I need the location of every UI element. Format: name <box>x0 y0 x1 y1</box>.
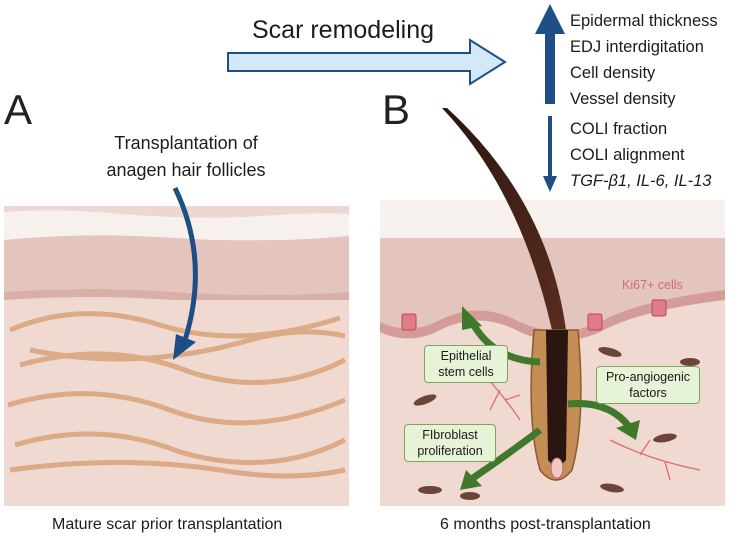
scar-remodeling-arrow <box>227 38 507 86</box>
decreased-item: COLI fraction <box>570 120 668 138</box>
increased-item: Vessel density <box>570 90 676 108</box>
ki67-label: Ki67+ cells <box>622 278 683 292</box>
decreased-list: COLI fraction COLI alignment TGF-β1, IL-… <box>570 116 711 194</box>
box-line: Epithelial <box>440 349 492 363</box>
box-line: factors <box>629 386 667 400</box>
increase-arrow-icon <box>535 4 565 104</box>
panel-a-caption: Mature scar prior transplantation <box>52 516 283 533</box>
panel-b-caption: 6 months post-transplantation <box>440 516 651 533</box>
box-line: proliferation <box>417 444 483 458</box>
fibroblast-proliferation-box: FIbroblast proliferation <box>404 424 496 462</box>
increased-list: Epidermal thickness EDJ interdigitation … <box>570 8 718 112</box>
transplant-line: Transplantation of <box>114 133 258 153</box>
panel-a-letter: A <box>4 86 33 133</box>
decrease-arrow-icon <box>543 116 557 192</box>
box-line: FIbroblast <box>422 428 478 442</box>
transplant-line: anagen hair follicles <box>106 160 266 180</box>
panel-b-letter: B <box>382 86 411 133</box>
epithelial-stem-cells-box: Epithelial stem cells <box>424 345 508 383</box>
box-line: stem cells <box>438 365 494 379</box>
increased-item: Cell density <box>570 64 656 82</box>
increased-item: Epidermal thickness <box>570 12 718 30</box>
box-line: Pro-angiogenic <box>605 370 691 384</box>
scar-remodeling-title: Scar remodeling <box>252 16 435 44</box>
pro-angiogenic-box: Pro-angiogenic factors <box>596 366 700 404</box>
increased-item: EDJ interdigitation <box>570 38 704 56</box>
transplant-arrow <box>172 186 198 360</box>
hair-follicle <box>442 108 582 481</box>
decreased-item: TGF-β1, IL-6, IL-13 <box>570 172 712 190</box>
decreased-item: COLI alignment <box>570 146 685 164</box>
transplant-label: Transplantation of anagen hair follicles <box>56 130 316 184</box>
